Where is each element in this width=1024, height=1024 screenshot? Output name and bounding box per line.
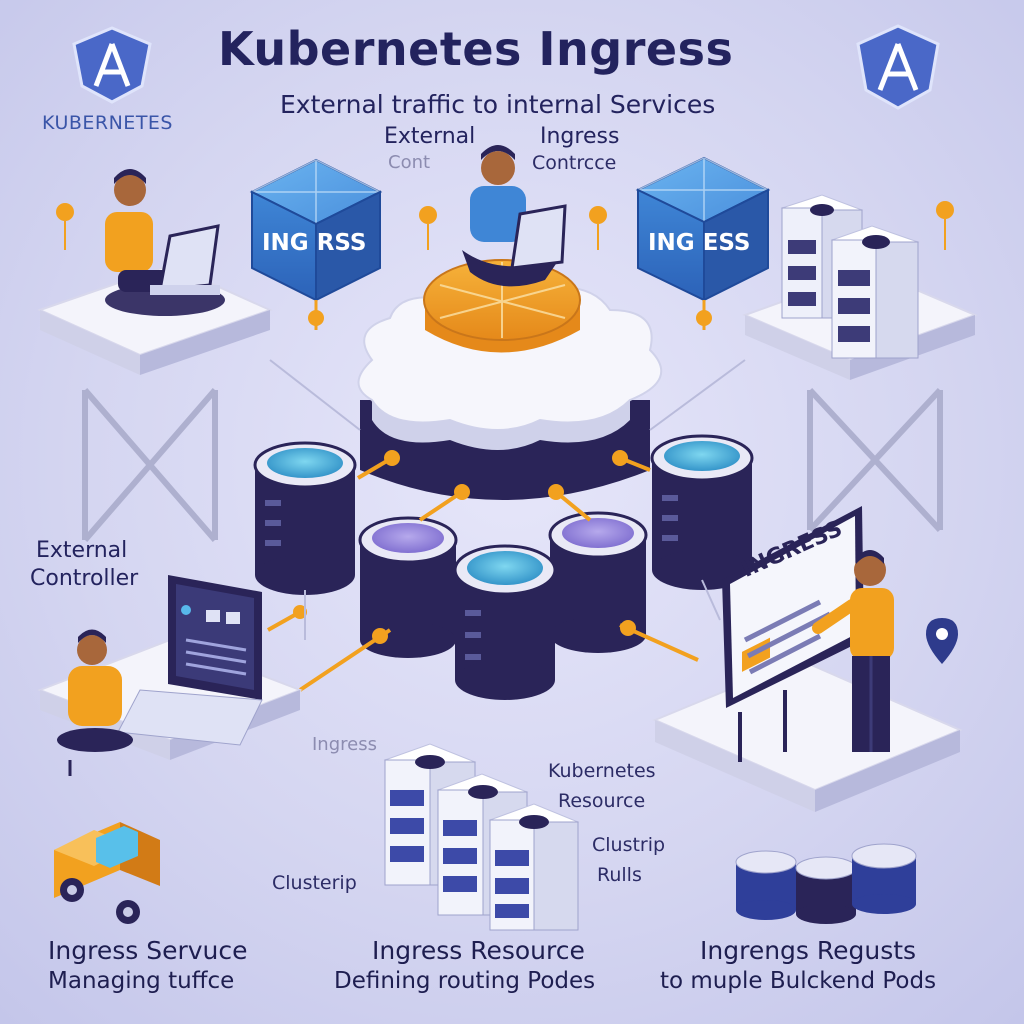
clustrip-label: Clustrip bbox=[592, 834, 666, 856]
caption-left-subtitle: Managing tuffce bbox=[48, 968, 235, 994]
kubernetes-brand-label: KUBERNETES bbox=[42, 112, 173, 134]
kubernetes-logo-icon-left bbox=[72, 26, 152, 104]
caption-mid-title: Ingress Resource bbox=[372, 936, 585, 965]
external-sub-label: Cont bbox=[388, 152, 431, 173]
person-laptop-icon-left bbox=[105, 169, 225, 316]
server-rack-icon-top-right bbox=[780, 194, 920, 359]
pod-cylinder-icons bbox=[735, 843, 917, 924]
caption-left-title: Ingress Servuce bbox=[48, 936, 248, 965]
location-pin-icon-right bbox=[926, 618, 958, 664]
external-controller-label-line2: Controller bbox=[30, 566, 139, 591]
page-title: Kubernetes Ingress bbox=[218, 22, 734, 76]
location-pin-icons bbox=[56, 201, 954, 250]
platform-bottom-right bbox=[652, 658, 963, 812]
external-label: External bbox=[384, 124, 476, 149]
cube-icon-left bbox=[249, 158, 383, 330]
external-controller-label-line1: External bbox=[36, 538, 128, 563]
ingress-label: Ingress bbox=[540, 124, 620, 149]
clusterip-label: Clusterip bbox=[272, 872, 357, 894]
person-laptop-icon-center bbox=[462, 145, 567, 287]
kubernetes-resource-label-line1: Kubernetes bbox=[548, 760, 656, 782]
page-subtitle: External traffic to internal Services bbox=[280, 90, 716, 119]
arrow-icons bbox=[267, 450, 699, 692]
server-rack-icon-bottom bbox=[383, 743, 580, 931]
rulls-label: Rulls bbox=[597, 864, 642, 886]
connector-lines bbox=[269, 359, 746, 640]
ingress-faint-label: Ingress bbox=[312, 734, 377, 755]
kubernetes-resource-label-line2: Resource bbox=[558, 790, 646, 812]
person-presenter-icon bbox=[812, 550, 894, 752]
caption-right-title: Ingrengs Regusts bbox=[700, 936, 917, 965]
kubernetes-logo-icon-right bbox=[856, 24, 940, 110]
ingress-sub-label: Contrcce bbox=[532, 152, 617, 174]
truck-icon bbox=[54, 822, 160, 924]
cube-left-text: ING RSS bbox=[262, 230, 367, 256]
cube-icon-right bbox=[635, 156, 771, 330]
caption-mid-subtitle: Defining routing Podes bbox=[334, 968, 596, 994]
cube-right-text: ING ESS bbox=[648, 230, 751, 256]
ingress-screen-board bbox=[722, 506, 864, 762]
caption-right-subtitle: to muple Bulckend Pods bbox=[660, 968, 937, 994]
person-laptop-icon-bottom-left bbox=[57, 575, 263, 776]
